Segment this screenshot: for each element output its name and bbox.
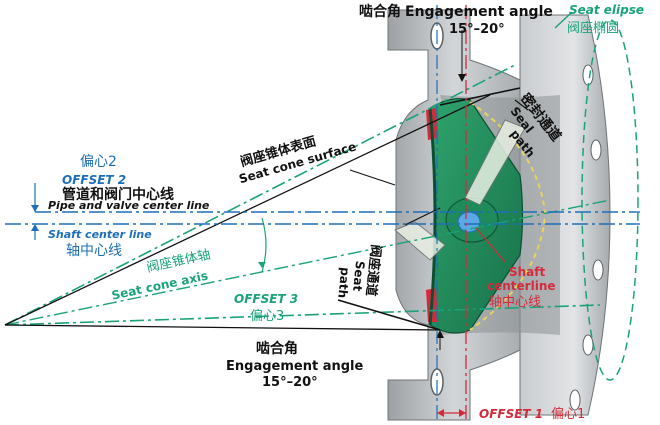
shaft-center-en: Shaft center line — [48, 228, 152, 241]
shaft-centerline-red — [437, 5, 506, 420]
seat-cone-upper-line — [4, 64, 516, 326]
offset1-arrow-left — [437, 409, 444, 417]
seat-path-cn: 阀座通道 — [363, 244, 384, 297]
offset1-arrow-right — [459, 409, 466, 417]
seat-elipse-cn: 阀座椭圆 — [567, 20, 619, 36]
seat-surface-arrow — [349, 169, 396, 186]
flange-bolt-3 — [592, 259, 604, 281]
flange-bolt-4 — [582, 334, 594, 356]
seat-path-arrow — [404, 207, 441, 226]
flange-bolt-1 — [582, 64, 594, 86]
seat-elipse-en: Seat elipse — [569, 3, 644, 17]
offset3-arc — [261, 217, 267, 273]
engagement-bottom-en: Engagement angle — [226, 359, 363, 374]
seat-cone-axis-line — [4, 199, 611, 326]
shaft-centerline-cn: 轴中心线 — [489, 295, 541, 310]
engagement-bottom-cn: 啮合角 — [256, 340, 298, 357]
offset3-cn: 偏心3 — [250, 309, 284, 324]
offset3-arrow — [258, 262, 266, 268]
seat-path-label: 阀座通道 Seat path — [335, 244, 384, 299]
engagement-top-range: 15°–20° — [449, 22, 505, 37]
seat-path-en-2: path — [335, 267, 352, 299]
engagement-bottom-arrow — [436, 330, 444, 338]
shaft-center-cn: 轴中心线 — [66, 243, 122, 259]
seat-axis-label: 阀座锥体轴 Seat cone axis — [110, 248, 212, 303]
offset2-arrow-top — [31, 205, 39, 212]
shaft-centerline-leader — [475, 227, 506, 263]
seat-ellipse-leader — [554, 11, 573, 29]
center-lines — [5, 5, 640, 420]
pipe-center-cn: 管道和阀门中心线 — [62, 186, 174, 203]
valve-disc — [394, 98, 547, 334]
offset2-cn: 偏心2 — [80, 154, 117, 170]
pipe-center-en: Pipe and valve center line — [48, 199, 210, 212]
disc-arm-bottom — [394, 221, 446, 261]
engagement-line-bottom — [4, 324, 441, 331]
engagement-line-bottom-2 — [337, 299, 441, 331]
shaft-centerline-en-2: centerline — [487, 279, 556, 293]
engagement-line-top — [4, 94, 491, 326]
offset3-en: OFFSET 3 — [234, 292, 298, 306]
seat-cone-lines — [4, 64, 611, 326]
disc-face — [428, 107, 437, 326]
engagement-top-arrow — [458, 74, 466, 82]
shaft-centerline-en-1: Shaft — [509, 265, 546, 279]
seal-path-arrow — [514, 99, 529, 111]
flange-bolt-5 — [569, 389, 581, 411]
seat-path-en-1: Seat — [350, 260, 367, 292]
flange-bolt-2 — [590, 139, 602, 161]
offset1-cn: 偏心1 — [551, 407, 585, 422]
engagement-bottom-range: 15°–20° — [262, 375, 318, 390]
disc-arm-top — [464, 119, 526, 206]
engagement-lines — [4, 30, 529, 350]
seat-ellipse — [581, 19, 639, 381]
offset2-arrow-bottom — [31, 224, 39, 231]
engagement-line-top-2 — [439, 87, 521, 106]
offset1-en: OFFSET 1 — [479, 407, 543, 421]
offset2-en: OFFSET 2 — [62, 173, 126, 187]
